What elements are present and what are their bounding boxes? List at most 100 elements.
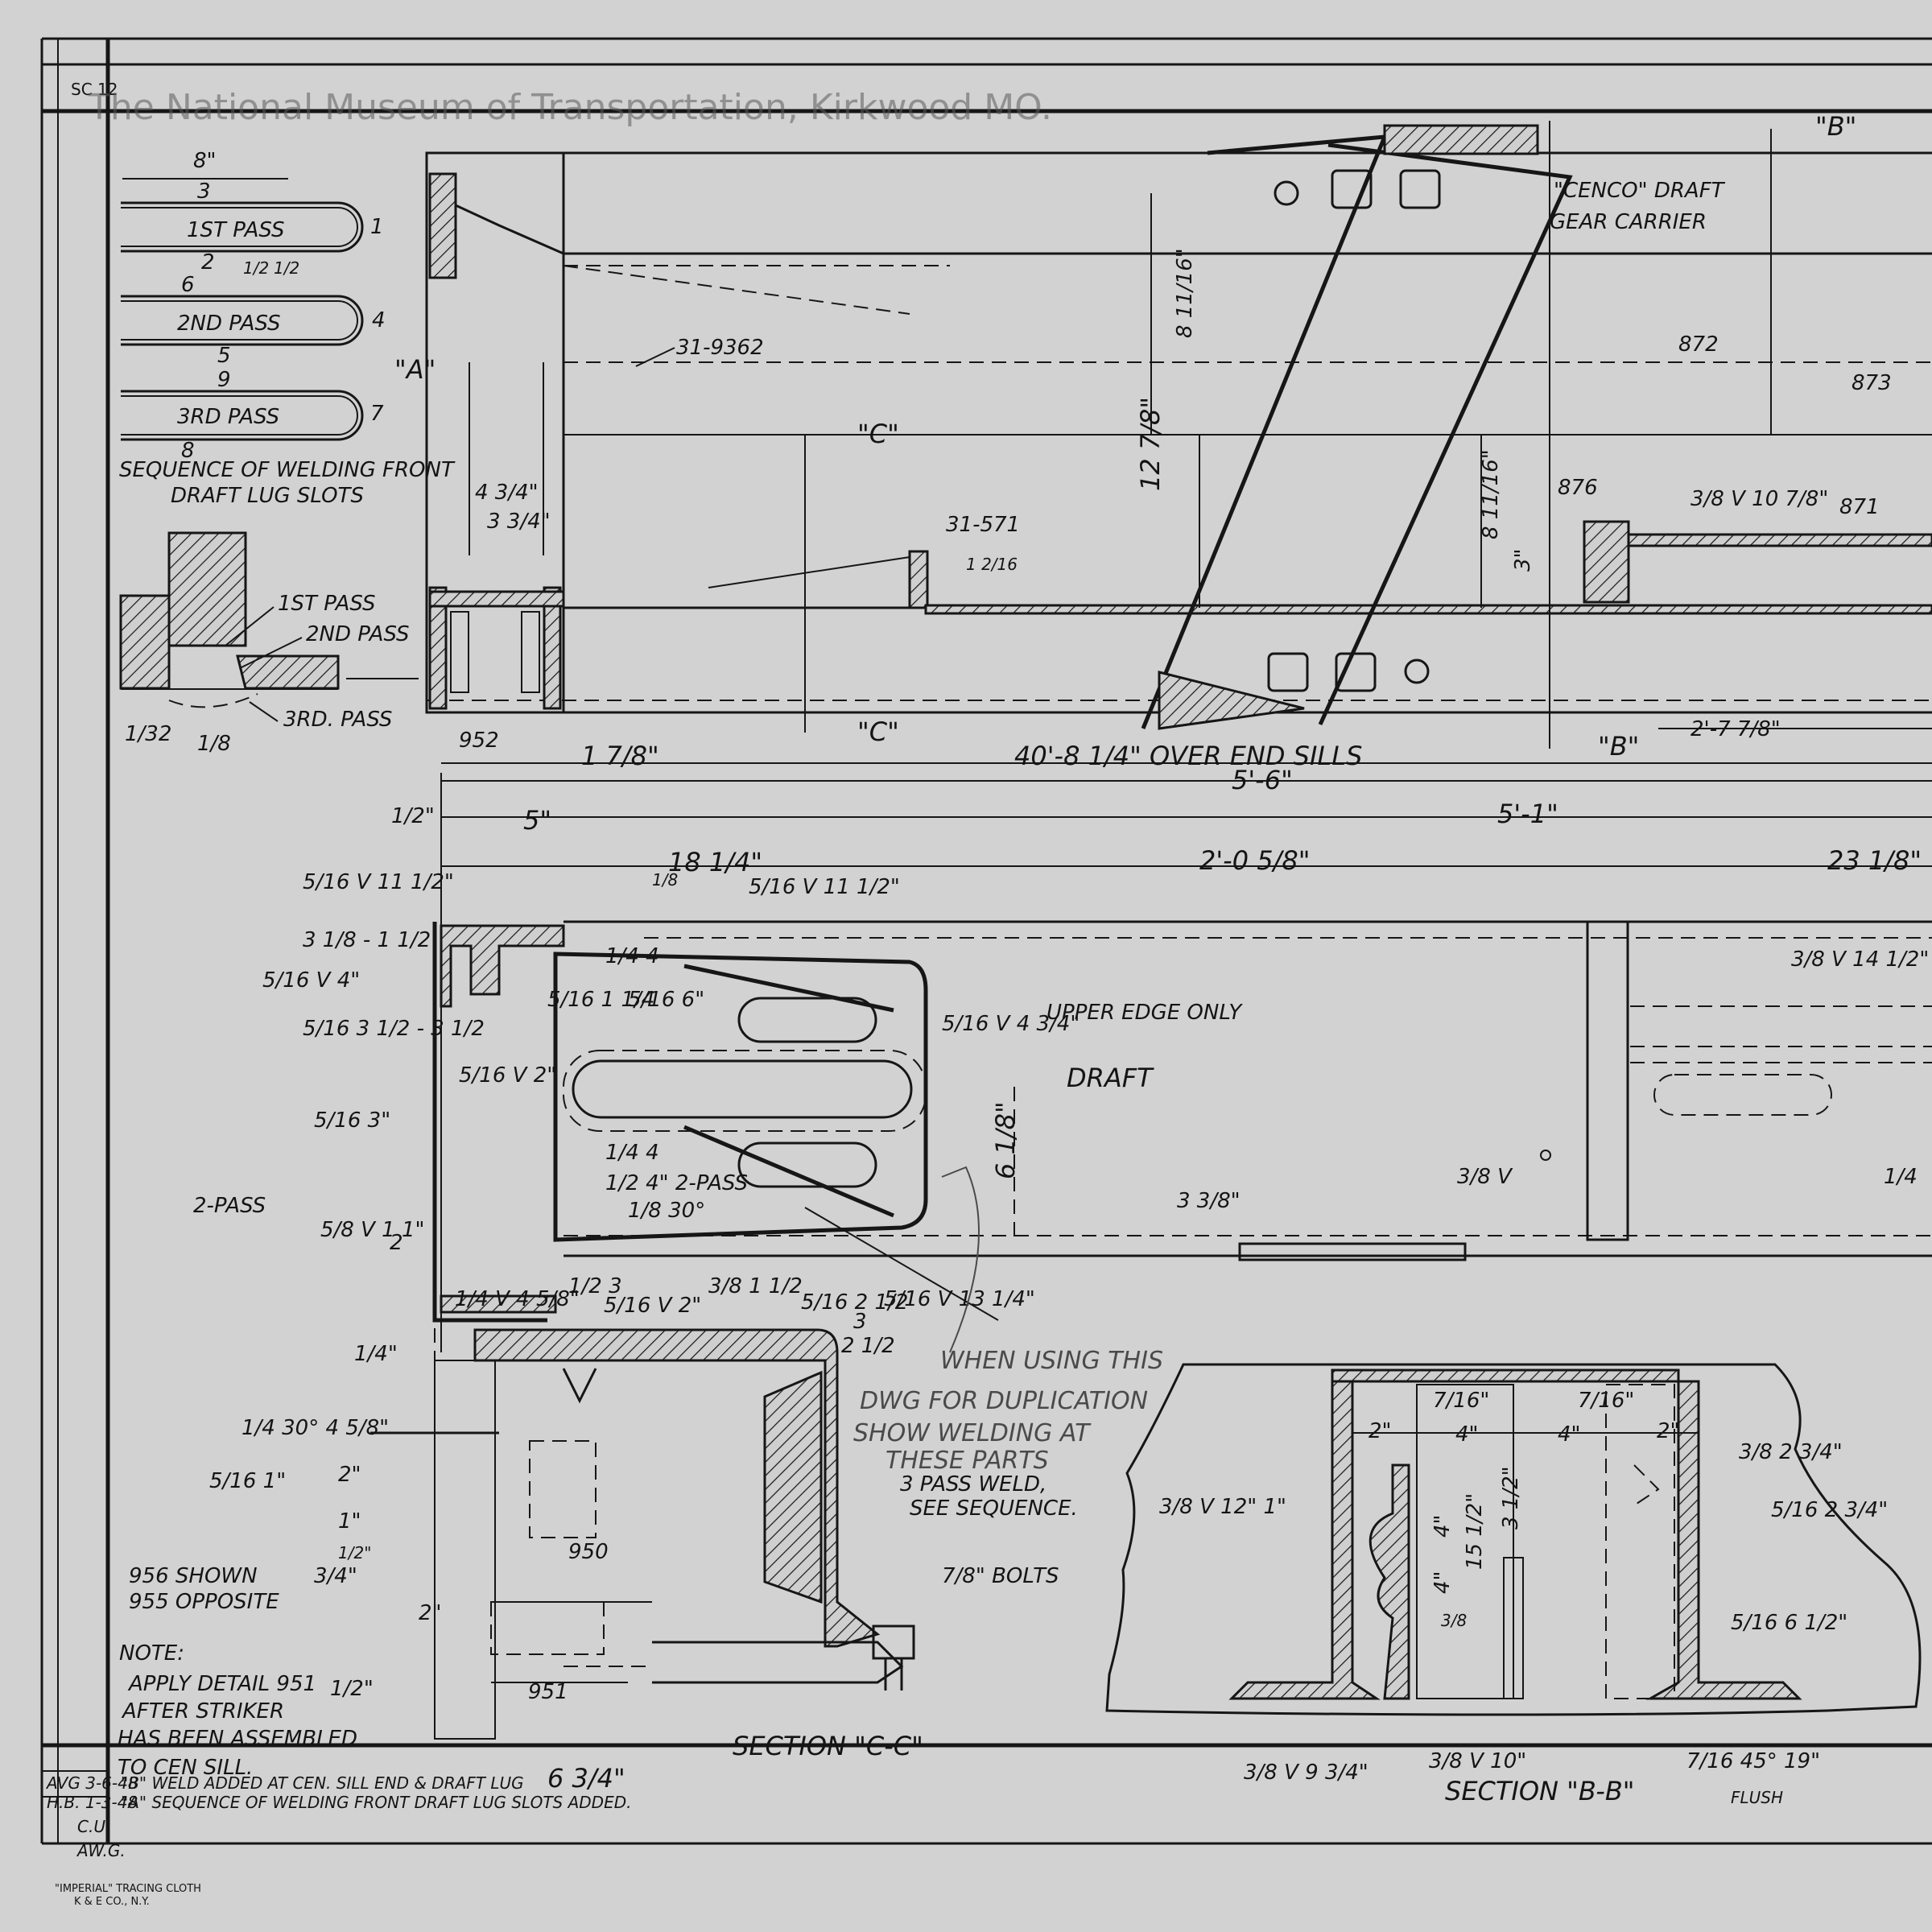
dim-18-1-4: 18 1/4" <box>668 847 762 877</box>
joint-pass-2: 2ND PASS <box>306 622 410 646</box>
plan-weld-23: 3/8 V <box>1457 1165 1513 1189</box>
cenco-label-1: "CENCO" DRAFT <box>1554 179 1726 203</box>
pencil-note: WHEN USING THIS DWG FOR DUPLICATION SHOW… <box>853 1166 1163 1475</box>
plan-weld-8: 1/4 4 <box>605 944 659 968</box>
weld-seq-caption-1: SEQUENCE OF WELDING FRONT <box>119 458 456 482</box>
sheet-id: SC 12 <box>71 80 118 99</box>
note-head: NOTE: <box>119 1641 184 1666</box>
rev-2-text: "A" SEQUENCE OF WELDING FRONT DRAFT LUG … <box>121 1793 631 1812</box>
note-line-2: AFTER STRIKER <box>121 1699 284 1724</box>
assembly-note: NOTE: APPLY DETAIL 951 AFTER STRIKER HAS… <box>118 1641 357 1780</box>
plan-weld-9: 5/16 1 1/4 <box>547 988 654 1012</box>
sec-b-dim-7-16-left: 7/16" <box>1433 1389 1489 1413</box>
sec-b-weld-3: 5/16 2 3/4" <box>1771 1498 1888 1522</box>
draft-label: DRAFT <box>1067 1063 1154 1093</box>
section-b-title: SECTION "B-B" <box>1445 1776 1634 1806</box>
plan-weld-5: 5/16 3 1/2 - 3 1/2 <box>303 1017 485 1041</box>
part-872: 872 <box>1678 332 1719 357</box>
section-b-b <box>1105 1363 1922 1716</box>
plan-weld-18: 5/16 V 2" <box>604 1294 701 1318</box>
sec-b-weld-2: 3/8 2 3/4" <box>1739 1440 1843 1464</box>
sec-c-dim-1-2: 1/2" <box>338 1543 371 1563</box>
dim-1-2-16: 1 2/16 <box>966 555 1018 574</box>
section-b-marker-top: "B" <box>1815 111 1856 142</box>
sec-b-weld-4: 5/16 6 1/2" <box>1731 1611 1847 1635</box>
section-c-title: SECTION "C-C" <box>733 1731 923 1761</box>
sec-b-weld-7: 3/8 V 10" <box>1429 1749 1526 1773</box>
weld-seq-num-7: 9 <box>217 368 231 392</box>
watermark: The National Museum of Transportation, K… <box>88 87 1052 128</box>
section-b-marker-bottom: "B" <box>1598 731 1639 762</box>
sec-b-dim-2-right: 2" <box>1657 1419 1680 1443</box>
weld-seq-caption-2: DRAFT LUG SLOTS <box>171 484 364 508</box>
weld-seq-dim-a: 1/2 <box>243 258 269 278</box>
rev-initials-1: C.U. <box>77 1817 110 1836</box>
weld-sequence-sketch: 8" 3 1 2 6 4 5 9 7 8 1ST PASS 2ND PASS 3… <box>119 149 456 508</box>
cloth-label-1: "IMPERIAL" TRACING CLOTH <box>55 1883 201 1895</box>
weld-seq-pass-1: 1ST PASS <box>187 218 284 242</box>
sec-c-dim-3-4: 3/4" <box>314 1564 357 1588</box>
section-a-marker: "A" <box>394 354 436 385</box>
sec-b-dim-4a: 4" <box>1430 1514 1455 1538</box>
plan-weld-2: 5/16 V 11 1/2" <box>749 875 900 899</box>
dim-4-3-4: 4 3/4" <box>475 481 539 505</box>
three-pass-weld-2: SEE SEQUENCE. <box>910 1496 1078 1521</box>
sec-c-dim-3: 3 <box>853 1310 867 1334</box>
note-line-1: APPLY DETAIL 951 <box>127 1672 316 1696</box>
sec-b-weld-5: 3/8 <box>1441 1611 1467 1630</box>
joint-pass-1: 1ST PASS <box>278 592 375 616</box>
plan-weld-16: 1/4 V 4 5/8" <box>455 1287 580 1311</box>
pencil-note-line-4: THESE PARTS <box>886 1447 1049 1475</box>
joint-dim-1: 1/32 <box>125 722 171 746</box>
upper-edge-label: UPPER EDGE ONLY <box>1046 1001 1243 1025</box>
dim-3-3-8: 3 3/8" <box>1177 1189 1241 1213</box>
cloth-label-2: K & E CO., N.Y. <box>74 1896 150 1908</box>
sec-b-weld-1: 3/8 V 12" 1" <box>1159 1495 1286 1519</box>
rev-2-date: H.B. 1-3-48 <box>47 1793 138 1812</box>
sec-c-dim-6-3-4: 6 3/4" <box>547 1763 625 1794</box>
plan-weld-3: 3 1/8 - 1 1/2 <box>303 928 431 952</box>
sec-b-dim-4b: 4" <box>1430 1571 1455 1594</box>
section-c-marker-top: "C" <box>857 419 899 449</box>
sec-c-dim-1-4: 1/4" <box>354 1342 398 1366</box>
dim-3-inch: 3" <box>1511 548 1535 572</box>
sec-b-weld-6: 3/8 V 9 3/4" <box>1244 1761 1368 1785</box>
plan-weld-17: 1/2 3 <box>568 1274 622 1298</box>
three-pass-weld-1: 3 PASS WELD, <box>900 1472 1046 1496</box>
sec-c-dim-2b: 2" <box>419 1601 442 1625</box>
plan-weld-24: 1/4 <box>1884 1165 1918 1189</box>
part-951: 951 <box>528 1680 568 1704</box>
top-elevation-view <box>425 121 1932 749</box>
plan-weld-6: 5/16 V 2" <box>459 1063 556 1088</box>
weld-seq-dim-top: 8" <box>193 149 217 173</box>
sec-b-weld-8: 7/16 45° 19" <box>1686 1749 1820 1773</box>
plan-weld-13: 1/2 4" 2-PASS <box>605 1171 748 1195</box>
weld-seq-num-5: 4 <box>372 308 386 332</box>
weld-seq-num-2: 1 <box>370 215 384 239</box>
weld-seq-num-3: 2 <box>201 250 215 275</box>
sec-b-dim-7-16-right: 7/16" <box>1578 1389 1634 1413</box>
part-871: 871 <box>1839 495 1880 519</box>
sec-c-dim-1: 1" <box>338 1509 361 1534</box>
weld-seq-dim-b: 1/2 <box>274 258 299 278</box>
part-31-571: 31-571 <box>946 513 1020 537</box>
weld-seq-num-9: 8 <box>181 439 195 463</box>
section-c-marker-bottom: "C" <box>857 716 899 747</box>
pencil-note-line-2: DWG FOR DUPLICATION <box>860 1387 1148 1415</box>
sec-b-dim-4-left: 4" <box>1455 1422 1479 1447</box>
dim-1-2: 1/2" <box>391 804 435 828</box>
weld-10-7-8: 3/8 V 10 7/8" <box>1690 487 1828 511</box>
sec-b-dim-4-right: 4" <box>1558 1422 1581 1447</box>
dim-5-6: 5'-6" <box>1232 765 1293 795</box>
sec-b-flush: FLUSH <box>1731 1788 1783 1807</box>
dim-23-1-8: 23 1/8" <box>1827 845 1922 876</box>
dim-2-7-7-8: 2'-7 7/8" <box>1690 717 1781 741</box>
plan-view <box>432 920 1932 1323</box>
bolts-label: 7/8" BOLTS <box>942 1564 1059 1588</box>
plan-weld-19: 3/8 1 1/2 <box>708 1274 803 1298</box>
plan-weld-21: 5/16 V 13 1/4" <box>884 1287 1035 1311</box>
sec-b-dim-2-left: 2" <box>1368 1419 1392 1443</box>
rev-1-date: AVG 3-6-48 <box>45 1773 138 1793</box>
joint-pass-3: 3RD. PASS <box>283 708 392 732</box>
